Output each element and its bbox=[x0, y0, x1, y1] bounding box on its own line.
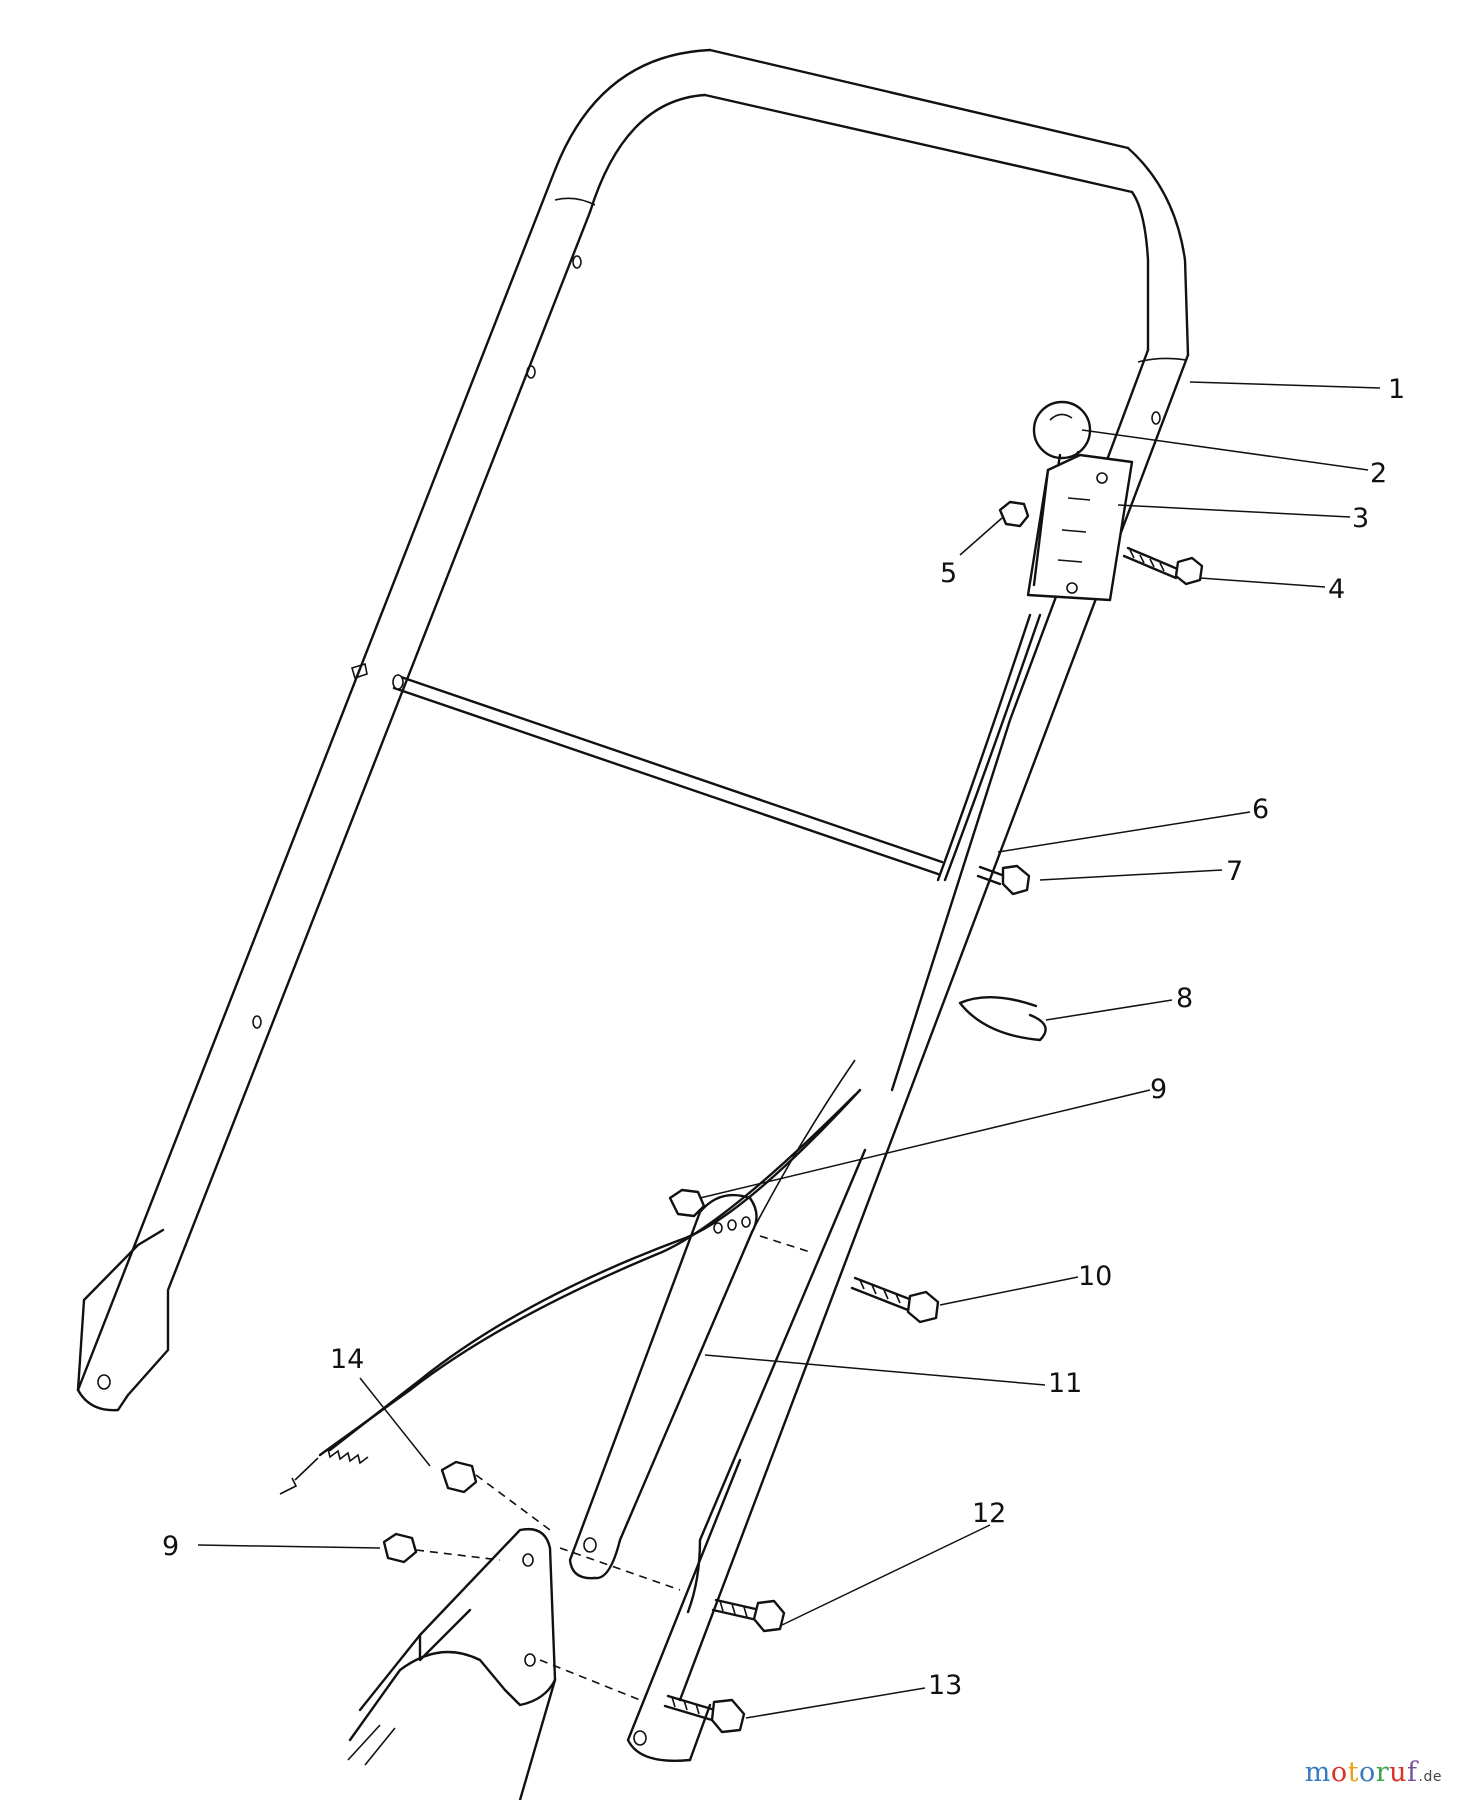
callout-3: 3 bbox=[1352, 503, 1369, 534]
callout-6: 6 bbox=[1252, 794, 1269, 825]
callout-1: 1 bbox=[1388, 374, 1405, 405]
wm-letter: m bbox=[1304, 1757, 1331, 1788]
callout-9-lower: 9 bbox=[162, 1531, 179, 1562]
callout-8: 8 bbox=[1176, 983, 1193, 1014]
leader-lines bbox=[197, 381, 1381, 1719]
assembly-lines bbox=[415, 1235, 811, 1701]
wm-letter: u bbox=[1389, 1757, 1408, 1788]
lower-handle-bracket bbox=[568, 1059, 856, 1762]
motoruf-watermark: motoruf.de bbox=[1305, 1757, 1442, 1788]
wm-letter: o bbox=[1330, 1757, 1348, 1788]
callout-4: 4 bbox=[1328, 574, 1345, 605]
callout-12: 12 bbox=[972, 1498, 1006, 1529]
callout-7: 7 bbox=[1226, 856, 1243, 887]
knob-icon bbox=[1032, 400, 1092, 460]
hardware bbox=[382, 864, 1047, 1734]
wm-letter: o bbox=[1358, 1757, 1376, 1788]
callout-9-upper: 9 bbox=[1150, 1074, 1167, 1105]
callout-11: 11 bbox=[1048, 1368, 1082, 1399]
control-cable bbox=[279, 613, 1042, 1495]
wm-letter: f bbox=[1407, 1757, 1418, 1788]
callout-5: 5 bbox=[940, 558, 957, 589]
wm-letter: t bbox=[1347, 1757, 1359, 1788]
callout-14: 14 bbox=[330, 1344, 364, 1375]
callout-10: 10 bbox=[1078, 1261, 1112, 1292]
control-lever bbox=[998, 400, 1204, 602]
callout-labels: 1 2 3 4 5 6 7 8 9 10 11 12 13 14 9 bbox=[162, 374, 1405, 1701]
wm-tld: .de bbox=[1418, 1769, 1442, 1785]
wm-letter: r bbox=[1375, 1757, 1390, 1788]
callout-13: 13 bbox=[928, 1670, 962, 1701]
deck-bracket bbox=[347, 1527, 557, 1802]
callout-2: 2 bbox=[1370, 458, 1387, 489]
